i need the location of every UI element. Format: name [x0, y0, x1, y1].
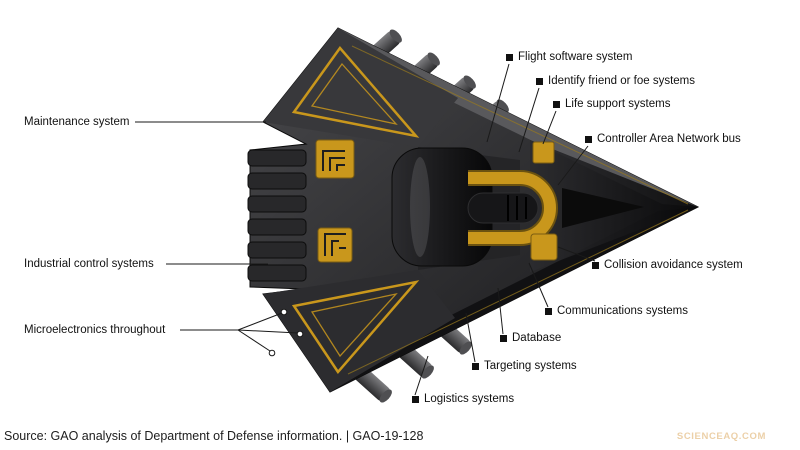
label-communications-systems: Communications systems	[545, 304, 688, 318]
label-database: Database	[500, 331, 561, 345]
label-text: Database	[512, 332, 562, 344]
square-bullet-icon	[506, 53, 513, 61]
label-text: Controller Area Network bus	[597, 133, 741, 145]
chip-lower-left	[317, 227, 353, 263]
rear-fin-stack	[247, 149, 307, 282]
chip-upper-right	[532, 141, 555, 164]
engine-housing	[391, 147, 493, 267]
square-bullet-icon	[536, 77, 543, 85]
square-bullet-icon	[500, 334, 507, 342]
label-collision-avoidance-system: Collision avoidance system	[592, 258, 743, 272]
label-text: Targeting systems	[484, 360, 577, 372]
leader-dots	[268, 308, 304, 357]
label-flight-software-system: Flight software system	[506, 50, 632, 64]
label-logistics-systems: Logistics systems	[412, 392, 514, 406]
label-text: Logistics systems	[424, 393, 515, 405]
label-industrial-control-systems: Industrial control systems	[24, 258, 154, 270]
label-text: Flight software system	[518, 51, 633, 63]
gold-wing-trim	[291, 45, 420, 375]
chip-upper-left	[315, 139, 355, 179]
source-attribution: Source: GAO analysis of Department of De…	[4, 429, 424, 443]
square-bullet-icon	[545, 307, 552, 315]
label-text: Communications systems	[557, 305, 689, 317]
label-controller-area-network-bus: Controller Area Network bus	[585, 132, 741, 146]
square-bullet-icon	[585, 135, 592, 143]
label-text: Collision avoidance system	[604, 259, 743, 271]
label-identify-friend-or-foe-systems: Identify friend or foe systems	[536, 74, 695, 88]
chip-lower-right	[530, 233, 558, 261]
label-text: Life support systems	[565, 98, 671, 110]
square-bullet-icon	[553, 100, 560, 108]
label-text: Identify friend or foe systems	[548, 75, 696, 87]
label-maintenance-system: Maintenance system	[24, 116, 130, 128]
leader-lines	[135, 63, 596, 396]
square-bullet-icon	[592, 261, 599, 269]
square-bullet-icon	[412, 395, 419, 403]
label-targeting-systems: Targeting systems	[472, 359, 577, 373]
label-microelectronics-throughout: Microelectronics throughout	[24, 324, 166, 336]
can-bus-horseshoe	[467, 170, 558, 246]
label-life-support-systems: Life support systems	[553, 97, 670, 111]
watermark-text: SCIENCEAQ.COM	[676, 431, 766, 442]
square-bullet-icon	[472, 362, 479, 370]
